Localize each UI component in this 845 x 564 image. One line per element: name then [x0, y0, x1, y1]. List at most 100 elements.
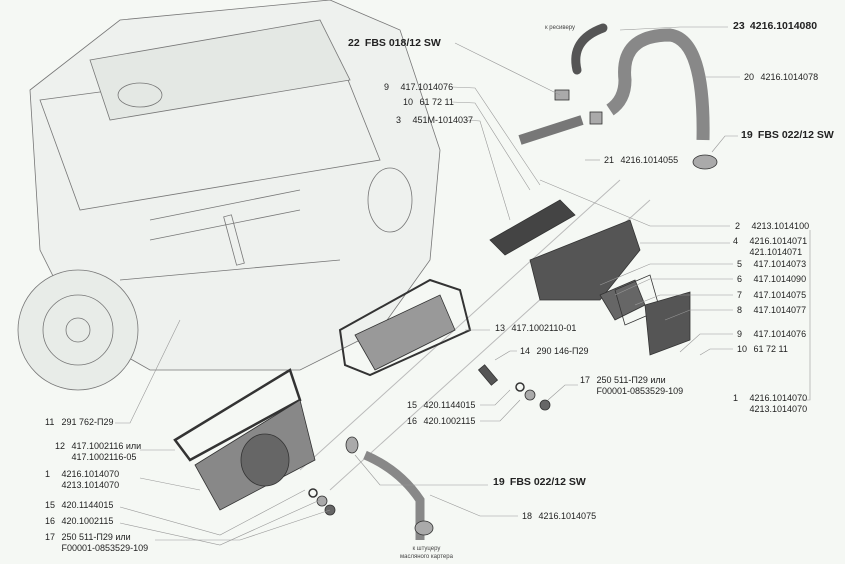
callout-18: 18 4216.1014075 [522, 511, 596, 522]
callout-6: 6 417.1014090 [737, 274, 806, 285]
callout-number: 14 [520, 346, 531, 356]
callout-20: 20 4216.1014078 [744, 72, 818, 83]
callout-number: 4 [733, 236, 739, 246]
callout-number: 15 [45, 500, 56, 510]
callout-17: 17 250 511-П29 или F00001-0853529-109 [45, 532, 148, 554]
part-number: 417.1014076 [400, 82, 454, 92]
part-number: 4213.1014100 [751, 221, 810, 231]
note-to-oil-sump: к штуцеру масляного картера [400, 545, 453, 561]
callout-7: 7 417.1014075 [737, 290, 806, 301]
leader-lines [115, 26, 811, 546]
part-number: 417.1014090 [753, 274, 807, 284]
callout-number: 17 [45, 532, 56, 542]
part-number-alt: F00001-0853529-109 [596, 386, 684, 396]
callout-number: 15 [407, 400, 418, 410]
callout-number: 23 [733, 20, 745, 32]
callout-11: 11 291 762-П29 [45, 417, 114, 428]
callout-number: 22 [348, 37, 360, 49]
callout-2: 2 4213.1014100 [735, 221, 809, 232]
part-number: 61 72 11 [419, 97, 454, 107]
callout-16: 16 420.1002115 [45, 516, 113, 527]
callout-19: 19 FBS 022/12 SW [741, 130, 834, 141]
part-number: 417.1014073 [753, 259, 807, 269]
part-number: 417.1002116 или [71, 441, 142, 451]
callout-number: 18 [522, 511, 533, 521]
callout-number: 3 [396, 115, 402, 125]
part-number: 420.1002115 [423, 416, 476, 426]
callout-4: 4 4216.1014071 421.1014071 [733, 236, 807, 258]
engine-block [17, 0, 441, 391]
callout-number: 6 [737, 274, 743, 284]
part-number-alt: 417.1002116-05 [71, 452, 137, 462]
part-number: 250 511-П29 или [61, 532, 131, 542]
callout-10: 10 61 72 11 [737, 344, 788, 355]
callout-23: 23 4216.1014080 [733, 21, 817, 32]
callout-number: 1 [45, 469, 51, 479]
part-number: 290 146-П29 [536, 346, 589, 356]
part-number: 420.1002115 [61, 516, 114, 526]
callout-22: 22 FBS 018/12 SW [348, 38, 441, 49]
part-number: 4216.1014070 [749, 393, 808, 403]
callout-1: 1 4216.1014070 4213.1014070 [733, 393, 807, 415]
callout-number: 17 [580, 375, 591, 385]
part-number: FBS 022/12 SW [757, 129, 834, 141]
part-number-alt: 421.1014071 [749, 247, 803, 257]
callout-8: 8 417.1014077 [737, 305, 806, 316]
callout-number: 20 [744, 72, 755, 82]
part-number: 250 511-П29 или [596, 375, 666, 385]
part-number: 4216.1014055 [620, 155, 679, 165]
callout-number: 11 [45, 417, 55, 427]
part-number: 61 72 11 [753, 344, 788, 354]
callout-16: 16 420.1002115 [407, 416, 475, 427]
callout-10: 10 61 72 11 [403, 97, 454, 108]
callout-number: 13 [495, 323, 506, 333]
callout-number: 1 [733, 393, 739, 403]
callout-3: 3 451M-1014037 [396, 115, 473, 126]
part-number: 417.1014077 [753, 305, 807, 315]
note-line-2: масляного картера [400, 554, 453, 560]
callout-1: 1 4216.1014070 4213.1014070 [45, 469, 119, 491]
part-number: 4216.1014075 [538, 511, 597, 521]
part-number: 417.1002110-01 [511, 323, 577, 333]
callout-number: 8 [737, 305, 743, 315]
part-number: 420.1144015 [423, 400, 476, 410]
callout-number: 16 [407, 416, 418, 426]
callout-17: 17 250 511-П29 или F00001-0853529-109 [580, 375, 683, 397]
part-number-alt: 4213.1014070 [749, 404, 808, 414]
part-number: 4216.1014078 [760, 72, 819, 82]
part-number: FBS 018/12 SW [364, 37, 441, 49]
callout-number: 10 [737, 344, 748, 354]
part-number: 451M-1014037 [412, 115, 474, 125]
callout-number: 19 [741, 129, 753, 141]
note-line-1: к штуцеру [412, 546, 441, 552]
callout-9: 9 417.1014076 [384, 82, 453, 93]
callout-15: 15 420.1144015 [407, 400, 475, 411]
callout-15: 15 420.1144015 [45, 500, 113, 511]
callout-19: 19 FBS 022/12 SW [493, 477, 586, 488]
part-number-alt: 4213.1014070 [61, 480, 120, 490]
callout-5: 5 417.1014073 [737, 259, 806, 270]
part-number: 4216.1014080 [749, 20, 818, 32]
callout-number: 2 [735, 221, 741, 231]
part-number: 291 762-П29 [61, 417, 114, 427]
callout-21: 21 4216.1014055 [604, 155, 678, 166]
callout-number: 19 [493, 476, 505, 488]
parts [173, 23, 718, 540]
callout-13: 13 417.1002110-01 [495, 323, 576, 334]
callout-number: 5 [737, 259, 743, 269]
callout-14: 14 290 146-П29 [520, 346, 589, 357]
part-number: 420.1144015 [61, 500, 114, 510]
callout-number: 10 [403, 97, 414, 107]
callout-number: 9 [737, 329, 743, 339]
part-number: 4216.1014071 [749, 236, 808, 246]
callout-number: 12 [55, 441, 66, 451]
note-to-receiver: к ресиверу [545, 25, 576, 31]
callout-number: 16 [45, 516, 56, 526]
callout-number: 21 [604, 155, 615, 165]
part-number: FBS 022/12 SW [509, 476, 586, 488]
callout-number: 7 [737, 290, 743, 300]
part-number: 417.1014076 [753, 329, 807, 339]
callout-number: 9 [384, 82, 390, 92]
part-number: 417.1014075 [753, 290, 807, 300]
